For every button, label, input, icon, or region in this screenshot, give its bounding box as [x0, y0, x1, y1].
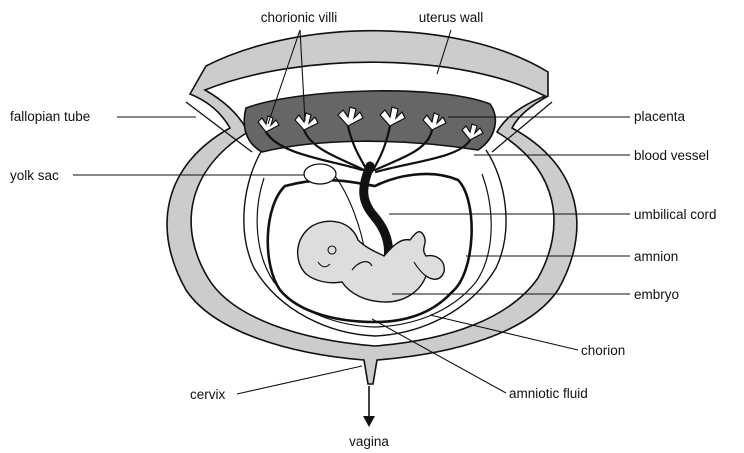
label-uterus-wall: uterus wall — [419, 10, 484, 25]
placenta — [244, 91, 495, 152]
label-fallopian-tube: fallopian tube — [10, 109, 90, 124]
label-placenta: placenta — [634, 109, 686, 124]
label-blood-vessel: blood vessel — [634, 148, 709, 163]
label-amniotic-fluid: amniotic fluid — [509, 386, 588, 401]
vagina-arrowhead — [363, 416, 375, 427]
label-cervix: cervix — [190, 387, 226, 402]
label-embryo: embryo — [634, 287, 679, 302]
label-umbilical-cord: umbilical cord — [634, 207, 717, 222]
label-vagina: vagina — [349, 434, 389, 449]
label-chorion: chorion — [581, 343, 625, 358]
label-chorionic-villi: chorionic villi — [261, 10, 338, 25]
leader-cervix — [237, 366, 362, 394]
label-amnion: amnion — [634, 249, 678, 264]
embryo-eye — [328, 246, 336, 254]
yolk-sac — [304, 164, 336, 184]
label-yolk-sac: yolk sac — [10, 168, 59, 183]
